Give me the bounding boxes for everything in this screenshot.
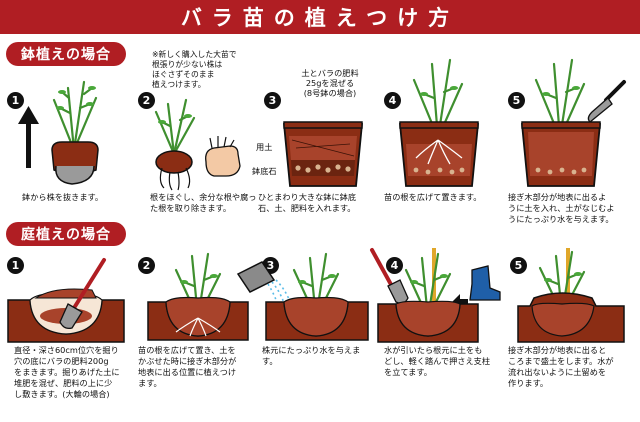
garden-step-5-illustration <box>517 248 625 343</box>
pot-step-4-number: 4 <box>384 92 401 109</box>
shovel-icon <box>59 258 106 330</box>
planter-pot-icon <box>283 121 363 187</box>
garden-step-1-illustration <box>7 258 125 343</box>
pot-step-1-illustration <box>18 80 99 185</box>
pot-stones-icon <box>295 164 351 173</box>
garden-step-1-number: 1 <box>7 257 24 274</box>
watering-bucket-icon <box>236 261 276 293</box>
pot-note-text: ※新しく購入した大苗で 根張りが少ない株は ほぐさずそのまま 植えつけます。 <box>152 50 237 89</box>
pot-section-label: 鉢植えの場合 <box>6 42 126 66</box>
garden-section-label: 庭植えの場合 <box>6 222 126 246</box>
boot-icon <box>469 265 501 301</box>
garden-step-4-number: 4 <box>386 257 403 274</box>
pot-step-2-number: 2 <box>138 92 155 109</box>
title-banner: バラ苗の植えつけ方 <box>0 0 640 34</box>
pot-step-4-illustration <box>399 58 479 187</box>
pot-step-3-caption: ひとまわり大きな鉢に鉢底 石、土、肥料を入れます。 <box>258 192 357 213</box>
pot-step-1-number: 1 <box>7 92 24 109</box>
garden-step-2-illustration <box>147 252 249 341</box>
hand-icon <box>205 136 241 177</box>
ground-hole-icon <box>265 296 369 341</box>
garden-step-5-caption: 接ぎ木部分が地表に出ると ころまで盛土をします。水が 流れ出ないように土留めを … <box>508 345 614 388</box>
support-stake-icon <box>566 248 570 332</box>
planter-pot-icon <box>521 121 601 187</box>
support-stake-icon <box>432 248 436 336</box>
pot-step-2-illustration <box>154 98 241 191</box>
pot-soil-label: 用土 <box>256 142 273 152</box>
pot-step-5-number: 5 <box>508 92 525 109</box>
planter-pot-icon <box>399 121 479 187</box>
ground-hole-icon <box>377 300 479 343</box>
garden-step-5-number: 5 <box>510 257 527 274</box>
pot-step-1-caption: 鉢から株を抜きます。 <box>22 192 104 202</box>
pull-up-arrow-icon <box>18 106 39 168</box>
garden-step-4-caption: 水が引いたら根元に土をも どし、軽く踏んで押さえ支柱 を立てます。 <box>384 345 491 377</box>
garden-step-3-caption: 株元にたっぷり水を与えま す。 <box>262 345 361 366</box>
garden-step-1-caption: 直径・深さ60cm位穴を掘り 穴の底にバラの肥料200g をまきます。掘りあげた… <box>14 345 120 399</box>
root-ball-icon <box>51 141 99 185</box>
page-title: バラ苗の植えつけ方 <box>180 6 460 30</box>
pot-soil-note: 土とバラの肥料 25gを混ぜる (8号鉢の場合) <box>301 68 359 98</box>
pot-step-2-caption: 根をほぐし、余分な根や腐っ た根を取り除きます。 <box>150 192 257 213</box>
pot-stone-label: 鉢底石 <box>252 166 277 176</box>
garden-step-2-number: 2 <box>138 257 155 274</box>
loose-roots-icon <box>155 150 193 191</box>
mounded-soil-icon <box>517 292 625 343</box>
trowel-icon <box>587 80 626 123</box>
garden-step-3-illustration <box>236 252 369 341</box>
pot-step-3-illustration <box>283 121 363 187</box>
pot-step-5-caption: 接ぎ木部分が地表に出るよ うに土を入れ、土がなじむよ うにたっぷり水を与えます。 <box>508 192 615 224</box>
rose-plant-icon <box>154 98 196 156</box>
ground-hole-icon <box>147 296 249 341</box>
garden-step-2-caption: 苗の根を広げて置き、土を かぶせた時に接ぎ木部分が 地表に出る位置に植えつけ ま… <box>138 345 237 388</box>
garden-step-4-illustration <box>370 248 501 343</box>
shovel-icon <box>370 248 409 304</box>
pot-step-3-number: 3 <box>264 92 281 109</box>
pot-step-4-caption: 苗の根を広げて置きます。 <box>384 192 482 202</box>
pot-step-5-illustration <box>521 58 626 187</box>
